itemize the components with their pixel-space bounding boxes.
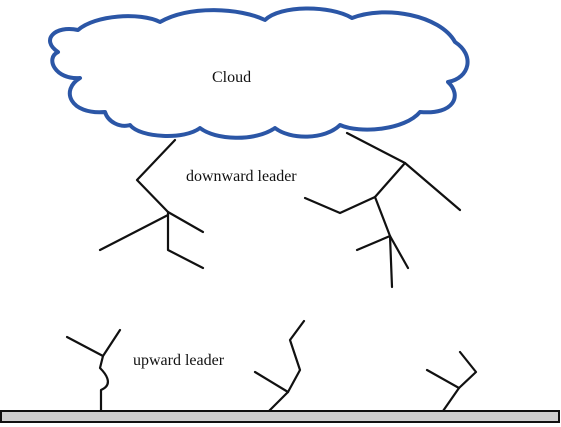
downward-leader-right-branch-3 bbox=[355, 234, 392, 252]
downward-leader-right-branch-1 bbox=[403, 161, 462, 212]
downward-leader-right-branch-2 bbox=[303, 195, 377, 215]
upward-leader-middle-path bbox=[267, 319, 306, 413]
downward-leader-left bbox=[98, 138, 205, 270]
downward-leader-left-main bbox=[135, 138, 205, 270]
upward-leader-right bbox=[425, 350, 478, 413]
downward-leader-right-main bbox=[345, 131, 407, 289]
downward-leader-label: downward leader bbox=[186, 168, 297, 185]
downward-leader-right-branch-4 bbox=[388, 234, 410, 270]
upward-leader-middle-branch bbox=[253, 370, 290, 394]
upward-leader-label: upward leader bbox=[133, 352, 225, 369]
upward-leader-left bbox=[65, 328, 122, 413]
cloud: Cloud bbox=[48, 6, 470, 140]
ground-plate bbox=[0, 410, 560, 423]
upward-leader-right-path bbox=[441, 350, 478, 413]
upward-leader-left-path bbox=[98, 328, 122, 413]
upward-leader-middle bbox=[253, 319, 306, 413]
cloud-label: Cloud bbox=[212, 69, 251, 86]
upward-leader-left-branch bbox=[65, 335, 105, 358]
downward-leader-right bbox=[303, 131, 462, 289]
cloud-outline bbox=[48, 6, 470, 140]
downward-leader-left-branch-2 bbox=[166, 210, 205, 234]
downward-leader-left-branch-1 bbox=[98, 213, 170, 252]
upward-leader-right-branch bbox=[425, 368, 461, 390]
